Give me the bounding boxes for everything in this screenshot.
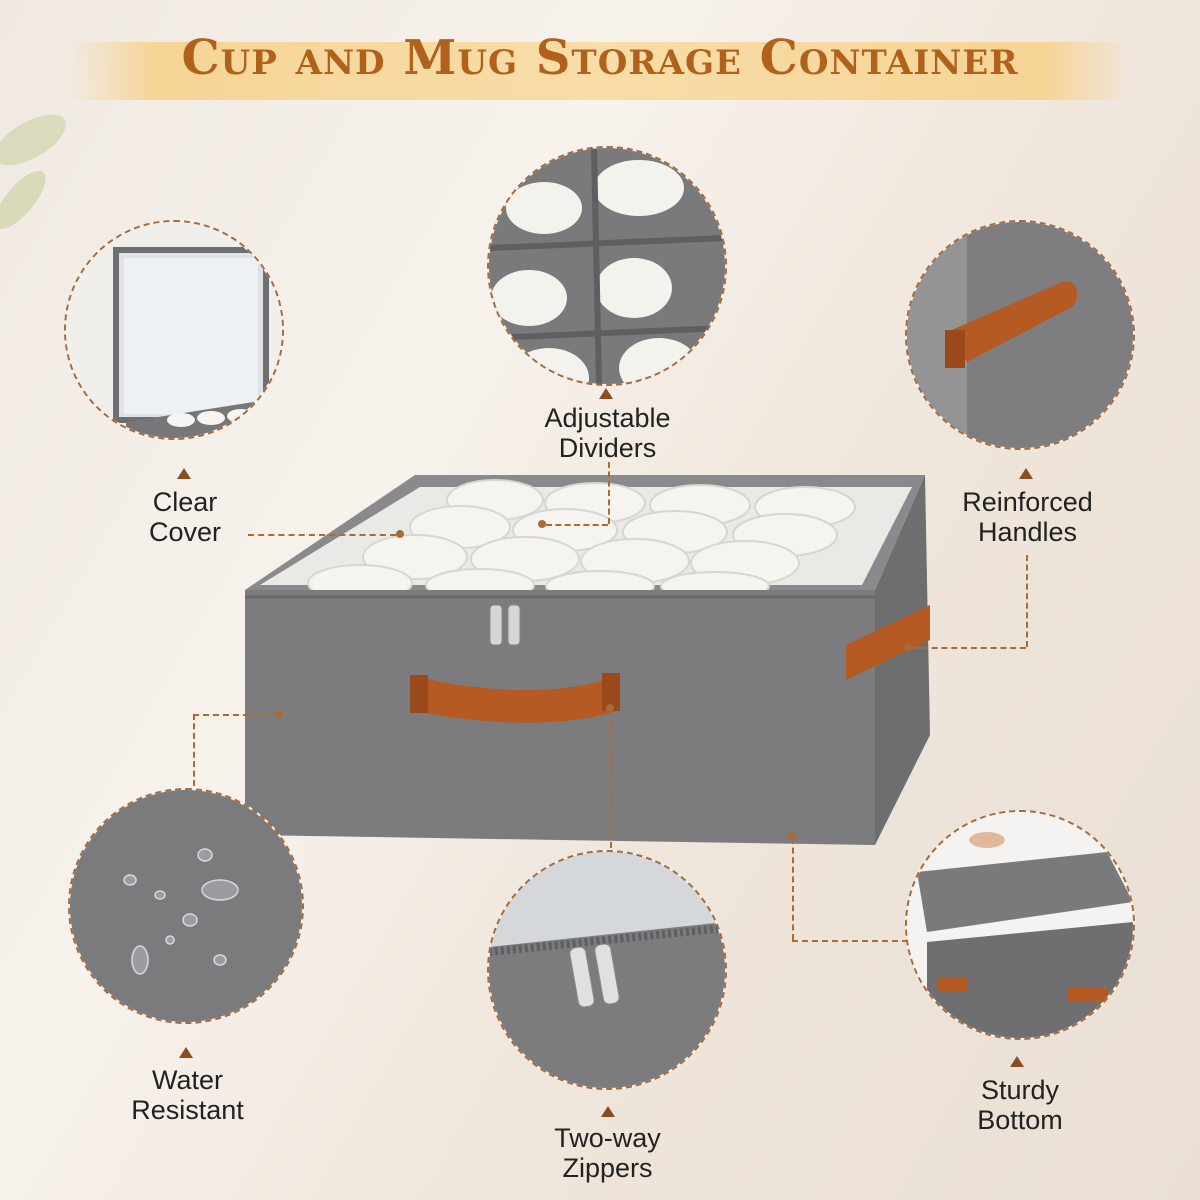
sturdy-bottom-label: Sturdy Bottom bbox=[977, 1075, 1063, 1135]
reinforced-handles-label: Reinforced Handles bbox=[962, 487, 1093, 547]
adjustable-dividers-connector-v bbox=[608, 462, 610, 524]
page-title: Cup and Mug Storage Container bbox=[181, 30, 1019, 86]
leaf-decoration bbox=[0, 114, 66, 230]
sturdy-bottom-dot bbox=[788, 832, 796, 840]
reinforced-handles-connector-v bbox=[1026, 555, 1028, 647]
clear-cover-circle bbox=[64, 220, 284, 440]
sturdy-bottom-pointer bbox=[1010, 1056, 1024, 1067]
adjustable-dividers-dot bbox=[538, 520, 546, 528]
two-way-zippers-label: Two-way Zippers bbox=[554, 1123, 661, 1183]
two-way-zippers-dot bbox=[606, 704, 614, 712]
adjustable-dividers-connector-h bbox=[546, 524, 608, 526]
clear-cover-connector bbox=[248, 534, 396, 536]
reinforced-handles-connector-h bbox=[912, 647, 1026, 649]
storage-container-image bbox=[245, 475, 930, 845]
reinforced-handles-pointer bbox=[1019, 468, 1033, 479]
water-resistant-dot bbox=[275, 710, 283, 718]
adjustable-dividers-circle bbox=[487, 146, 727, 386]
sturdy-bottom-circle bbox=[905, 810, 1135, 1040]
adjustable-dividers-pointer bbox=[599, 388, 613, 399]
reinforced-handles-dot bbox=[904, 643, 912, 651]
water-resistant-pointer bbox=[179, 1047, 193, 1058]
sturdy-bottom-connector-v bbox=[792, 838, 794, 940]
adjustable-dividers-label: Adjustable Dividers bbox=[544, 403, 671, 463]
reinforced-handles-circle bbox=[905, 220, 1135, 450]
water-resistant-label: Water Resistant bbox=[131, 1065, 244, 1125]
water-resistant-circle bbox=[68, 788, 304, 1024]
clear-cover-pointer bbox=[177, 468, 191, 479]
two-way-zippers-pointer bbox=[601, 1106, 615, 1117]
water-resistant-connector-v bbox=[193, 714, 195, 786]
water-resistant-connector-h bbox=[193, 714, 279, 716]
two-way-zippers-connector bbox=[610, 710, 612, 848]
sturdy-bottom-connector-h bbox=[792, 940, 908, 942]
clear-cover-dot bbox=[396, 530, 404, 538]
clear-cover-label: Clear Cover bbox=[148, 487, 222, 547]
title-band bbox=[70, 42, 1130, 100]
two-way-zippers-circle bbox=[487, 850, 727, 1090]
